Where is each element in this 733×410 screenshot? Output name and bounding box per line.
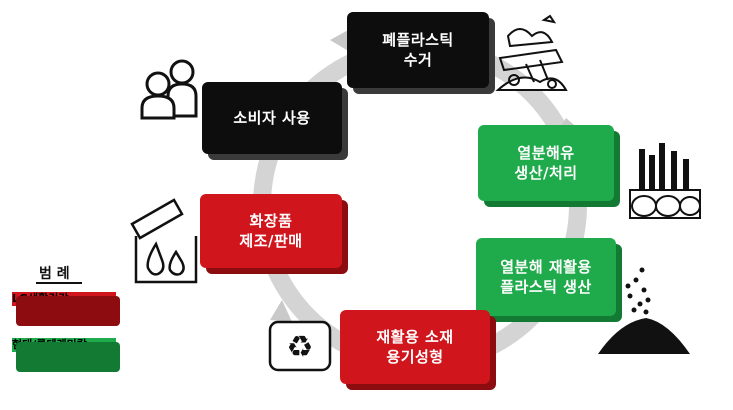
node-recycled-plastic-label: 열분해 재활용 플라스틱 생산	[476, 238, 616, 316]
recycle-icon: ♻	[268, 320, 332, 372]
node-recycled-container-label: 재활용 소재 용기성형	[340, 310, 490, 384]
cosmetic-drops-icon	[130, 198, 198, 284]
node-consumer-use-label: 소비자 사용	[202, 82, 342, 154]
factory-refinery-icon	[629, 143, 701, 219]
plastic-pellets-icon	[598, 267, 690, 354]
consumer-group-icon	[140, 59, 198, 120]
ring-arrow-4	[270, 300, 292, 322]
legend-item-hyundai: 현대/롯데케미칼	[12, 338, 120, 372]
node-cosmetics: 화장품 제조/판매	[200, 194, 348, 274]
ring-arrow-1	[330, 28, 352, 52]
node-pyrolysis-oil-label: 열분해유 생산/처리	[478, 125, 614, 201]
svg-text:♻: ♻	[287, 330, 314, 365]
node-recycled-container: 재활용 소재 용기성형	[340, 310, 496, 390]
node-consumer-use: 소비자 사용	[202, 82, 348, 160]
garbage-pile-icon	[495, 14, 568, 91]
node-waste-collection: 폐플라스틱 수거	[347, 12, 495, 94]
node-pyrolysis-oil: 열분해유 생산/처리	[478, 125, 620, 207]
node-recycled-plastic: 열분해 재활용 플라스틱 생산	[476, 238, 622, 322]
legend-underline	[36, 282, 82, 284]
legend-item-lg: LG생활건강	[12, 292, 120, 326]
legend-title: 범 례	[39, 266, 70, 282]
node-waste-collection-label: 폐플라스틱 수거	[347, 12, 489, 88]
node-cosmetics-label: 화장품 제조/판매	[200, 194, 342, 268]
